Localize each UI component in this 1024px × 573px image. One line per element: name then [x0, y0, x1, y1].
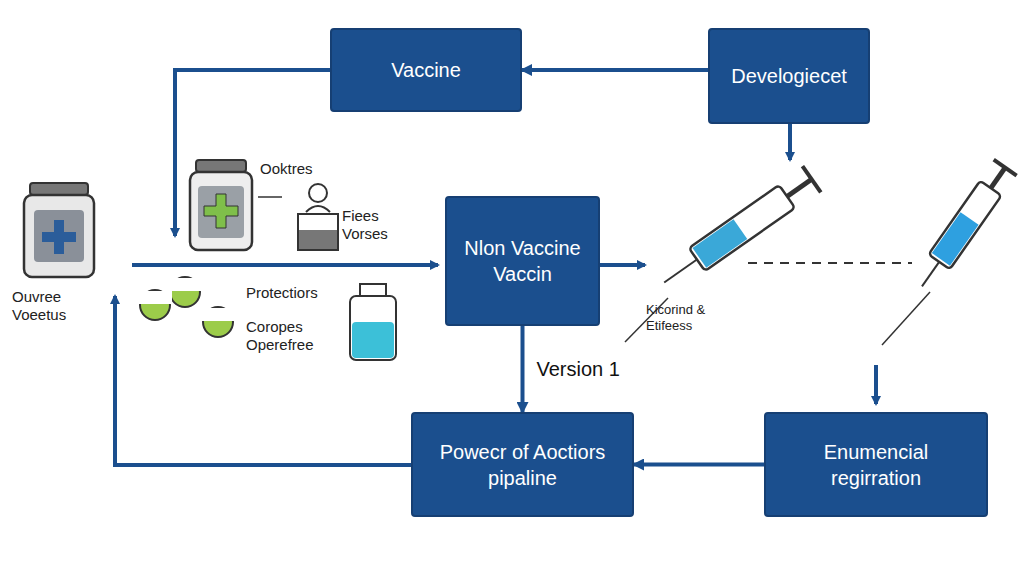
- annotation-label: Ouvree Voeetus: [12, 288, 112, 324]
- box-text: Enumencial regirration: [766, 433, 986, 497]
- process-box: Enumencial regirration: [764, 412, 988, 517]
- process-box: Vaccine: [330, 28, 522, 112]
- box-text: Powecr of Aoctiors pipaline: [413, 433, 632, 497]
- box-text: Nlon Vaccine Vaccin: [447, 229, 598, 293]
- annotation-label: Ooktres: [260, 160, 340, 178]
- process-box: Nlon Vaccine Vaccin: [445, 196, 600, 326]
- flow-arrow: [522, 68, 708, 72]
- annotation-label: Protectiors: [246, 284, 346, 302]
- box-text: Develogiecet: [721, 57, 857, 95]
- annotation-label: Kicorind & Etifeess: [646, 302, 744, 333]
- flow-arrow: [634, 463, 764, 467]
- box-text: Vaccine: [381, 51, 471, 89]
- process-box: Powecr of Aoctiors pipaline: [411, 412, 634, 517]
- edge-label: Version 1: [535, 357, 622, 381]
- annotation-label: Fiees Vorses: [342, 207, 422, 243]
- annotation-label: Coropes Operefree: [246, 318, 342, 354]
- flow-arrow: [521, 326, 525, 412]
- process-box: Develogiecet: [708, 28, 870, 124]
